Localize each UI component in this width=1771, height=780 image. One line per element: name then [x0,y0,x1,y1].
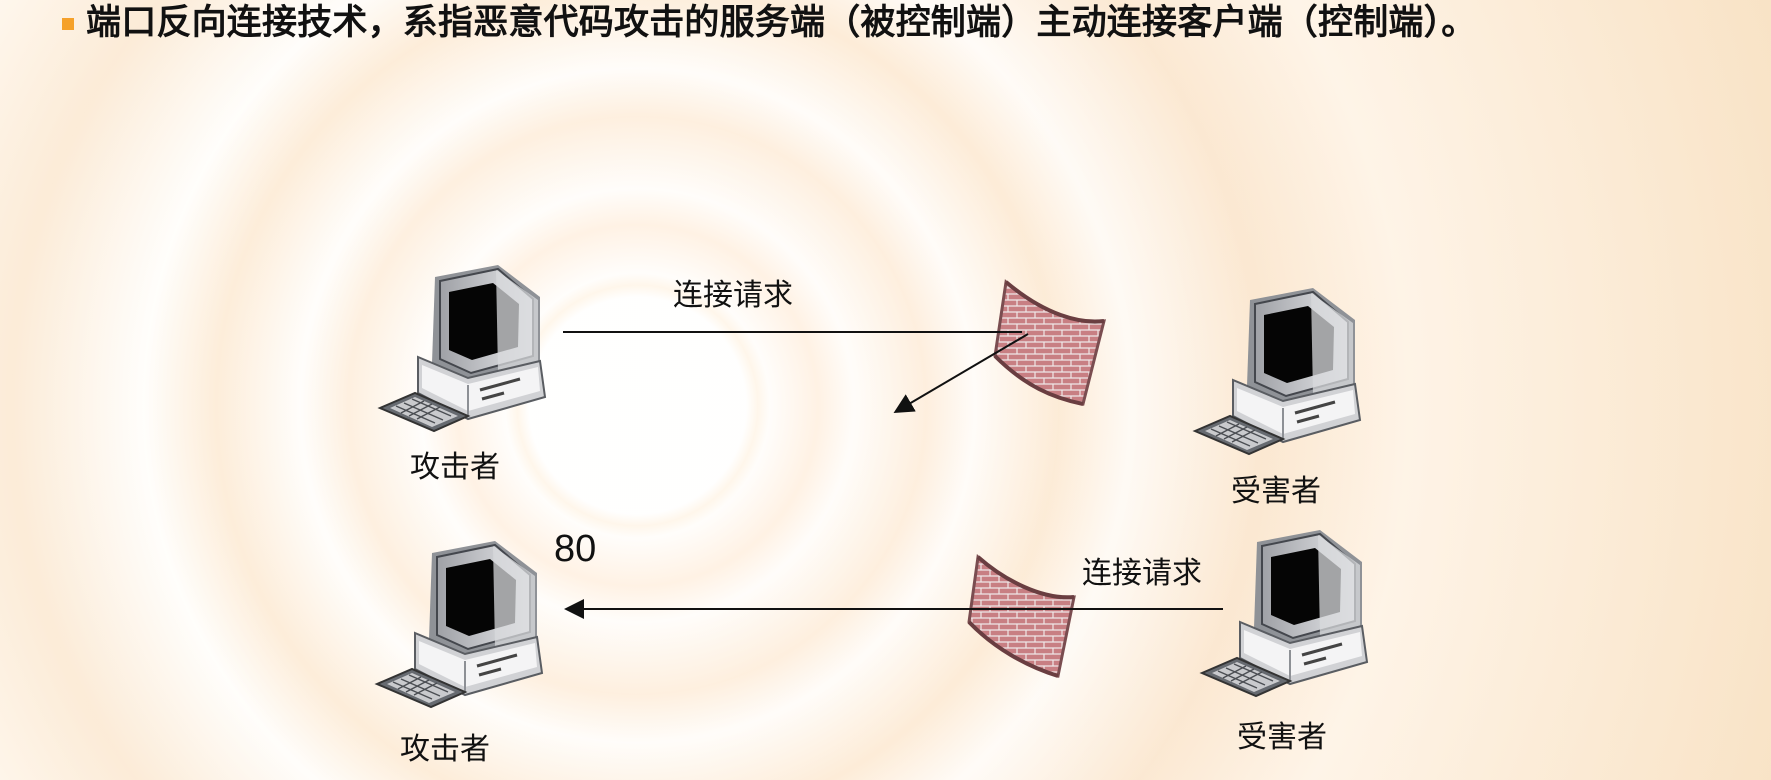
port-label: 80 [554,528,596,570]
victim-computer-icon-bottom [1202,530,1367,696]
attacker-label-bottom: 攻击者 [400,732,490,768]
connection-request-label-top: 连接请求 [673,278,793,314]
attacker-computer-icon-top [380,265,545,431]
attacker-computer-icon-bottom [377,541,542,707]
connection-request-label-bottom: 连接请求 [1082,556,1202,592]
victim-label-bottom: 受害者 [1237,720,1327,756]
attacker-label-top: 攻击者 [410,450,500,486]
firewall-bottom-icon [969,557,1074,676]
victim-computer-icon-top [1195,288,1360,454]
blocked-return-arrow [897,334,1028,411]
victim-label-top: 受害者 [1231,474,1321,510]
